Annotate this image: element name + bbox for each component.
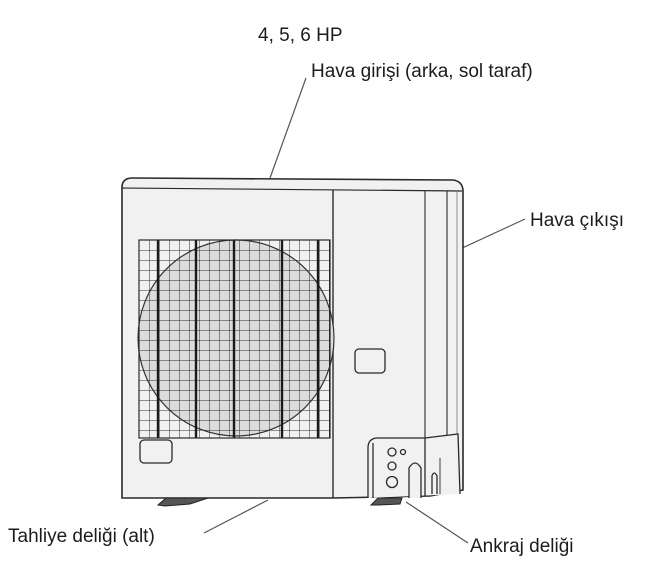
fan-grill [139,240,330,438]
port-3 [385,475,399,489]
label-anchor-hole: Ankraj deliği [470,536,574,557]
foot-left [156,497,209,507]
port-2 [387,461,397,471]
leader-anchor-hole [405,501,469,544]
label-drain-hole: Tahliye deliği (alt) [8,526,155,547]
logo-plate-right [354,348,386,374]
leader-air-inlet [269,77,307,179]
leader-drain-hole [203,499,269,534]
label-air-outlet: Hava çıkışı [530,210,624,231]
unit-feet [156,497,403,507]
port-small [399,448,407,456]
diagram-title: 4, 5, 6 HP [258,25,343,46]
logo-plate-left [139,439,173,464]
label-air-inlet: Hava girişi (arka, sol taraf) [311,61,533,82]
port-1 [387,447,397,457]
service-valve-cover [367,433,461,498]
foot-right [369,497,403,506]
